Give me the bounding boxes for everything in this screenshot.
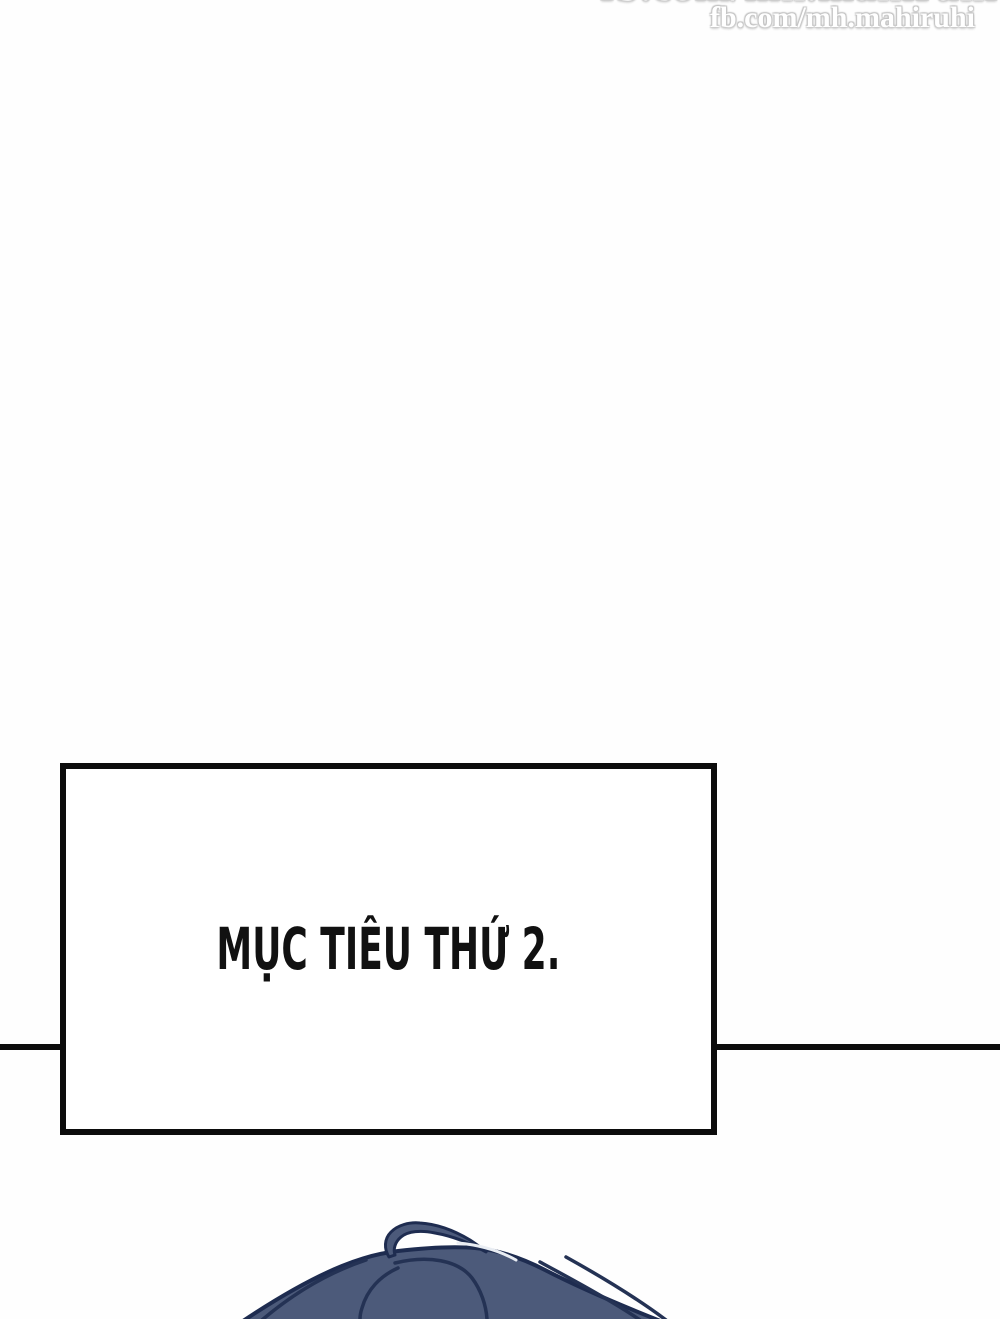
- hair-strand-line: [358, 1266, 400, 1319]
- hair-strand-line: [564, 1255, 668, 1319]
- watermark-url: fb.com/mh.mahiruhi: [709, 1, 975, 34]
- caption-box: MỤC TIÊU THỨ 2.: [60, 763, 717, 1135]
- caption-text: MỤC TIÊU THỨ 2.: [216, 915, 561, 983]
- hair-highlight: [456, 1241, 518, 1262]
- watermark-clipped: fb.com/mh.mahiruhi: [600, 0, 998, 8]
- hair-strand-line: [393, 1257, 489, 1319]
- character-head-hair-art: [242, 1221, 668, 1319]
- hair-strand-line: [260, 1258, 368, 1319]
- hair-strand-line: [538, 1260, 642, 1319]
